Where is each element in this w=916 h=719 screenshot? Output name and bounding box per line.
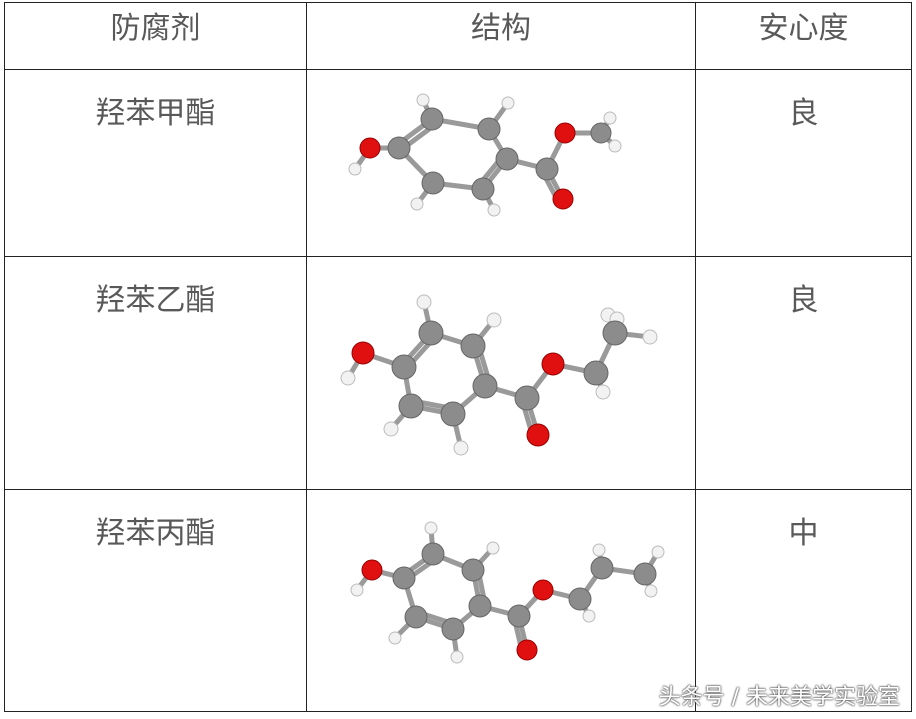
header-preservative: 防腐剂 [4, 2, 307, 70]
table-row: 羟苯甲酯 [4, 69, 912, 257]
structure-cell [306, 489, 696, 712]
safety-grade: 良 [788, 96, 819, 131]
safety-grade: 良 [788, 283, 819, 318]
preservative-name: 羟苯乙酯 [95, 283, 216, 318]
header-row: 防腐剂 结构 安心度 [4, 2, 912, 70]
methylparaben-model-icon [348, 93, 622, 217]
watermark: 头条号 / 未来美学实验室 [658, 685, 900, 710]
preservative-name: 羟苯甲酯 [95, 96, 216, 131]
header-structure: 结构 [306, 2, 696, 70]
preservative-table: 防腐剂 结构 安心度 羟苯甲酯 [4, 2, 912, 712]
table-row: 羟苯乙酯 [4, 256, 912, 490]
ethylparaben-model-icon [340, 294, 658, 456]
structure-cell [306, 69, 696, 257]
safety-grade: 中 [788, 516, 819, 551]
structure-cell [306, 256, 696, 490]
preservative-name: 羟苯丙酯 [95, 516, 216, 551]
table-row: 羟苯丙酯 [4, 489, 912, 712]
header-safety: 安心度 [695, 2, 912, 70]
propylparaben-model-icon [350, 521, 665, 664]
